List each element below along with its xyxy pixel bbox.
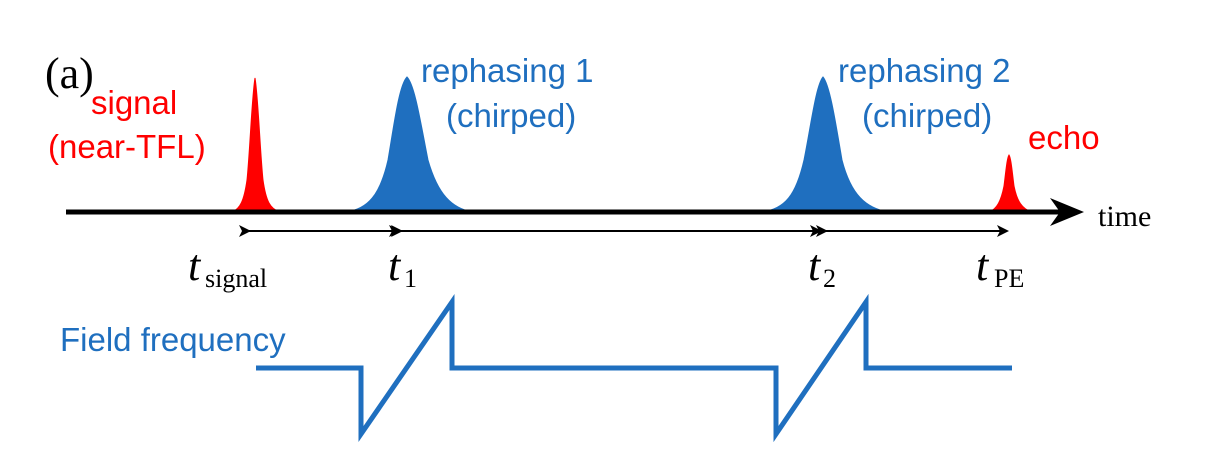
rephasing1-pulse xyxy=(345,76,473,213)
rephasing1-label-line2: (chirped) xyxy=(446,97,576,134)
t1-base: t xyxy=(388,241,402,290)
field-frequency-label: Field frequency xyxy=(60,321,286,358)
t1-marker: t 1 xyxy=(388,241,417,293)
field-frequency-trace xyxy=(256,293,1012,443)
time-axis-arrowhead xyxy=(1050,198,1084,226)
t-signal-base: t xyxy=(188,241,202,290)
t2-marker: t 2 xyxy=(808,241,836,293)
t-signal-sub: signal xyxy=(205,264,267,293)
rephasing2-label-line2: (chirped) xyxy=(862,97,992,134)
time-axis-label: time xyxy=(1098,200,1151,233)
t-pe-marker: t PE xyxy=(976,241,1024,293)
echo-pulse xyxy=(988,154,1033,213)
t1-sub: 1 xyxy=(404,264,417,293)
rephasing1-label: rephasing 1 (chirped) xyxy=(421,52,603,134)
t-pe-base: t xyxy=(976,241,990,290)
t-pe-sub: PE xyxy=(994,264,1024,293)
signal-label-line2: (near-TFL) xyxy=(48,128,206,165)
t-signal-marker: t signal xyxy=(188,241,267,293)
signal-label: signal (near-TFL) xyxy=(48,84,206,165)
rephasing2-label: rephasing 2 (chirped) xyxy=(838,52,1020,134)
rephasing2-label-line1: rephasing 2 xyxy=(838,52,1010,89)
t2-base: t xyxy=(808,241,822,290)
t2-sub: 2 xyxy=(823,264,836,293)
echo-label: echo xyxy=(1028,119,1100,156)
signal-label-line1: signal xyxy=(91,84,177,121)
signal-pulse xyxy=(231,77,281,213)
rephasing2-pulse xyxy=(761,76,889,213)
panel-label: (a) xyxy=(45,49,94,98)
rephasing1-label-line1: rephasing 1 xyxy=(421,52,593,89)
